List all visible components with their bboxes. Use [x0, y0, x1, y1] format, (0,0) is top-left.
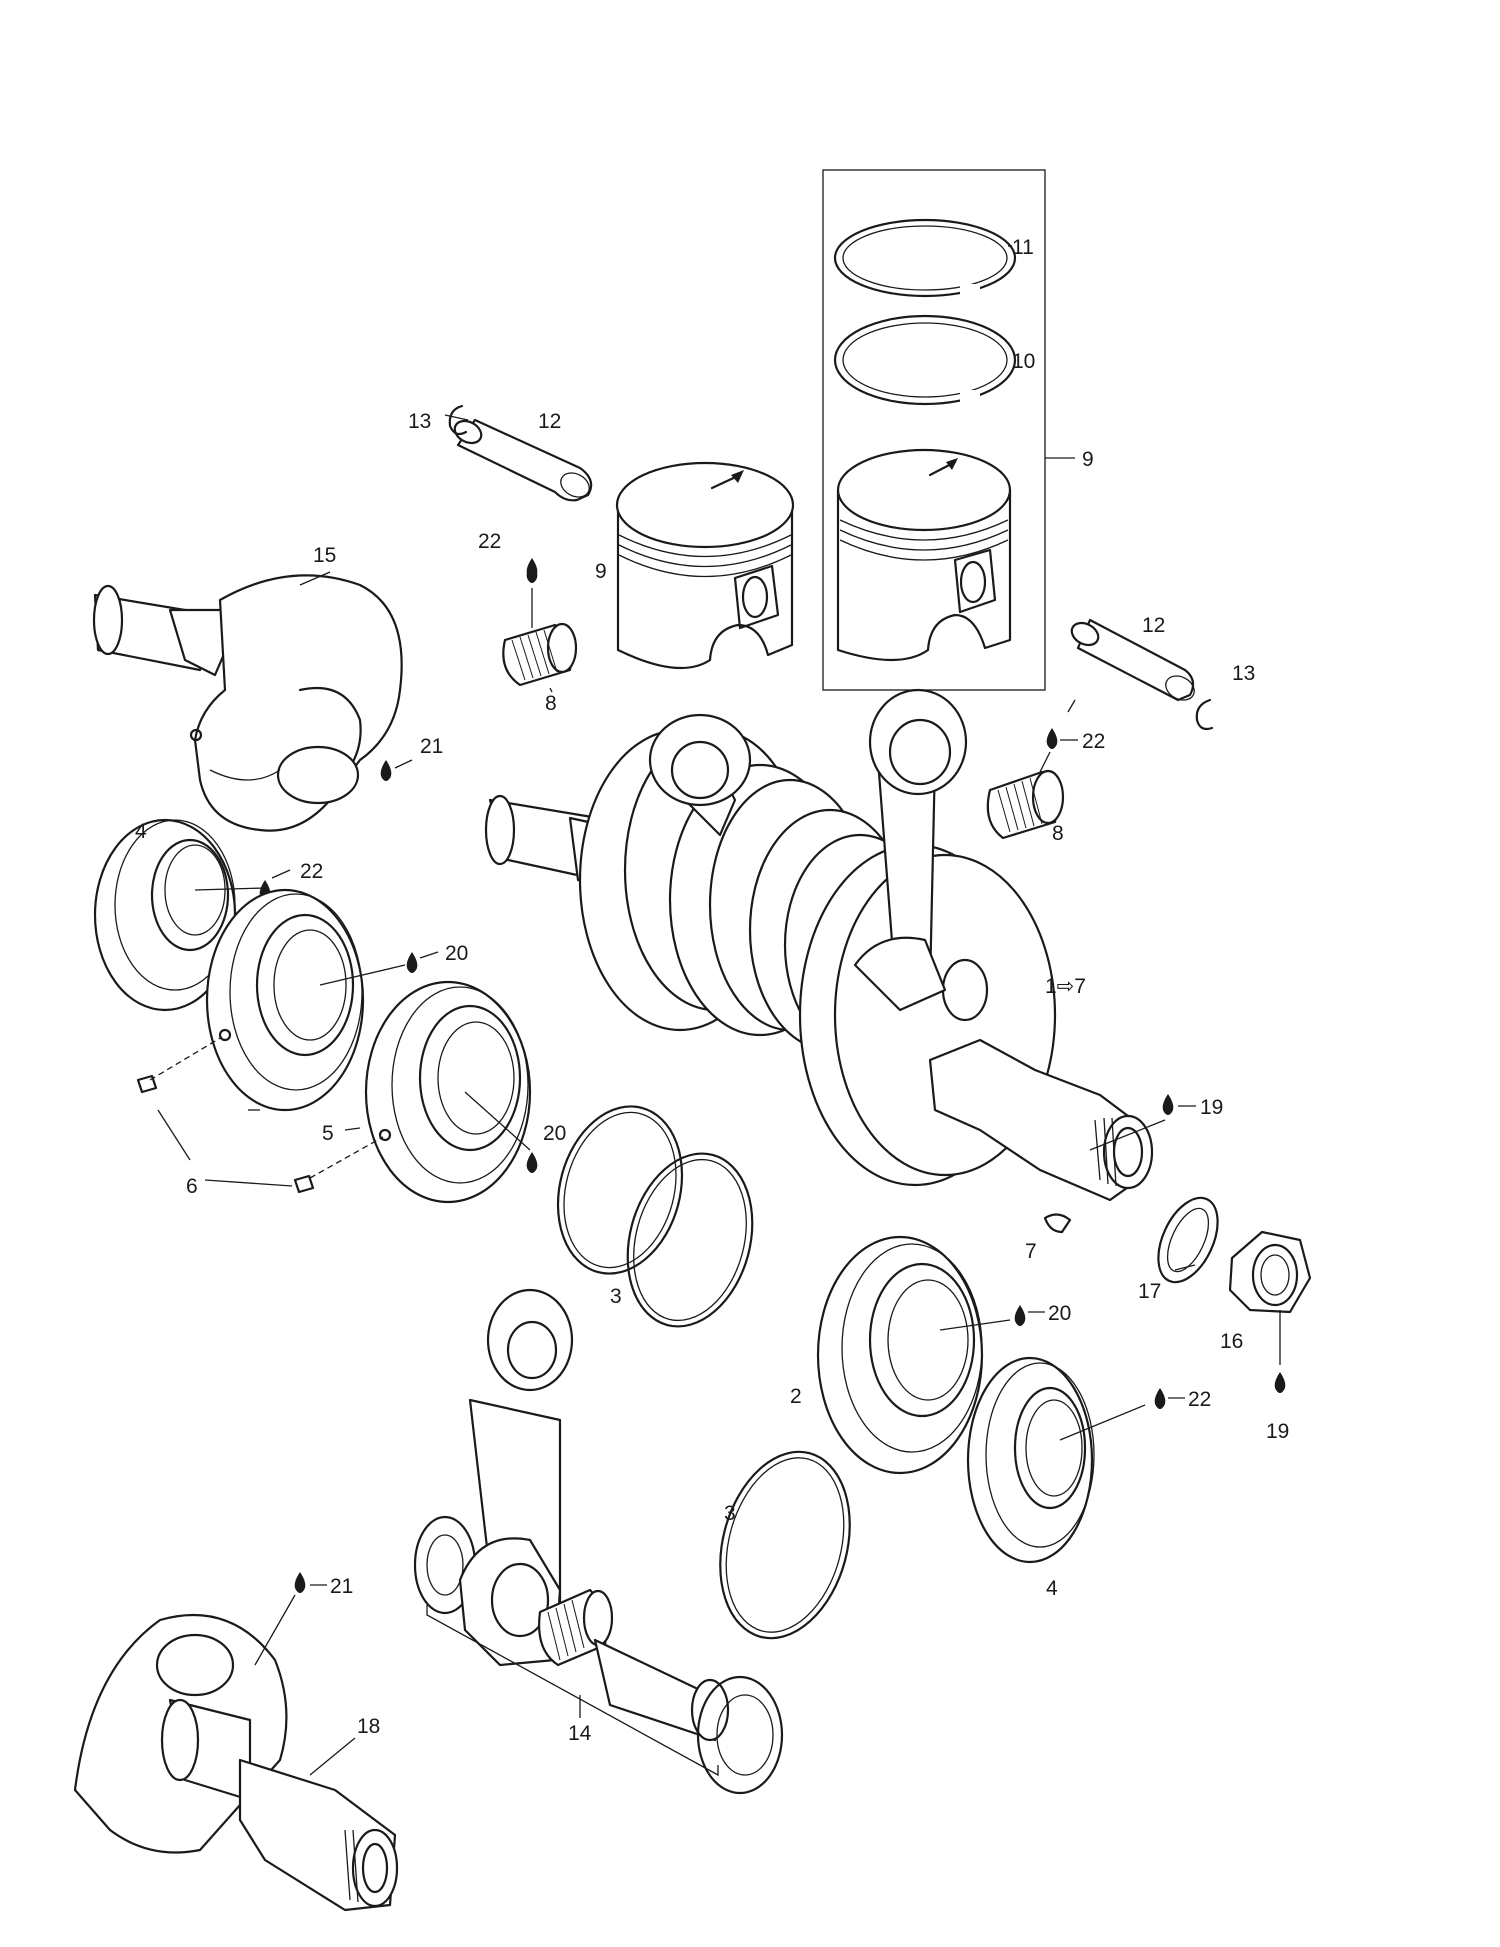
callout-14: 14: [568, 1722, 592, 1745]
needle-bearing-right: [986, 769, 1065, 840]
grease-drop-icon: [1046, 728, 1058, 749]
grease-drop-icon: [380, 760, 392, 781]
oil-seal-lower: [966, 1356, 1095, 1564]
conrod-kit: [413, 1288, 784, 1795]
callout-6: 6: [186, 1175, 198, 1198]
callout-3-middle: 3: [610, 1285, 622, 1308]
callout-2: 2: [790, 1385, 802, 1408]
circlip-right: [1195, 698, 1214, 731]
callout-8-upper: 8: [545, 692, 557, 715]
callout-20-right: 20: [543, 1122, 566, 1145]
o-rings-middle: [556, 1105, 754, 1328]
callout-12-left: 12: [538, 410, 561, 433]
piston-kit-frame: [822, 169, 1046, 691]
callout-22-upper: 22: [478, 530, 501, 553]
callout-11: 11: [1012, 236, 1034, 259]
grease-drop-icon: [1014, 1305, 1026, 1326]
callout-1-to-7: 1⇨7: [1045, 975, 1086, 998]
circlip-left: [448, 404, 468, 436]
crank-half-lower: [73, 1613, 399, 1912]
callout-13-left: 13: [408, 410, 431, 433]
ball-bearing-pto: [816, 1235, 984, 1475]
callout-15: 15: [313, 544, 336, 567]
needle-bearing-upper: [502, 622, 578, 687]
callout-17: 17: [1138, 1280, 1161, 1303]
callout-16: 16: [1220, 1330, 1243, 1353]
oil-seal-upper-left: [93, 818, 237, 1012]
dowel-pins: [136, 1036, 384, 1194]
callout-22-right: 22: [1082, 730, 1105, 753]
ball-bearing-left: [205, 888, 365, 1112]
callout-5: 5: [322, 1122, 334, 1145]
callout-9-kit: 9: [1082, 448, 1094, 471]
grease-drop-icon: [294, 1572, 306, 1593]
piston-loose: [615, 461, 795, 670]
grease-drop-icon: [1274, 1372, 1286, 1393]
callout-8-right: 8: [1052, 822, 1064, 845]
crank-half-upper: [92, 574, 403, 832]
callout-19-nut: 19: [1266, 1420, 1289, 1443]
woodruff-key: [1043, 1213, 1072, 1234]
callout-10: 10: [1012, 350, 1035, 373]
ball-bearing-right: [364, 980, 532, 1204]
callout-9-loose: 9: [595, 560, 607, 583]
grease-drop-icon: [406, 952, 418, 973]
crankshaft-nut: [1228, 1230, 1312, 1314]
grease-drop-icon: [526, 1152, 538, 1173]
callout-20-left: 20: [445, 942, 468, 965]
crankshaft-assembly: [484, 688, 1154, 1202]
grease-drop-icon: [1162, 1094, 1174, 1115]
callout-7: 7: [1025, 1240, 1037, 1263]
piston-pin-left: [453, 418, 593, 502]
piston-ring-second: [833, 314, 1017, 406]
callout-4-upper: 4: [135, 820, 147, 843]
callout-20-pto: 20: [1048, 1302, 1071, 1325]
piston-ring-top: [833, 218, 1017, 298]
callout-18: 18: [357, 1715, 380, 1738]
callout-12-right: 12: [1142, 614, 1165, 637]
callout-22-lower: 22: [1188, 1388, 1211, 1411]
callout-21-upper: 21: [420, 735, 443, 758]
piston-pin-right: [1070, 618, 1195, 702]
callout-3-lower: 3: [724, 1502, 736, 1525]
callout-4-lower: 4: [1046, 1577, 1058, 1600]
o-ring-lower: [719, 1450, 851, 1640]
callout-22-seal: 22: [300, 860, 323, 883]
grease-drop-icon: [526, 558, 538, 579]
lock-washer: [1157, 1196, 1219, 1284]
piston-in-kit: [836, 448, 1012, 662]
grease-drop-icon: [1154, 1388, 1166, 1409]
callout-19-shaft: 19: [1200, 1096, 1223, 1119]
callout-21-lower: 21: [330, 1575, 353, 1598]
callout-13-right: 13: [1232, 662, 1255, 685]
